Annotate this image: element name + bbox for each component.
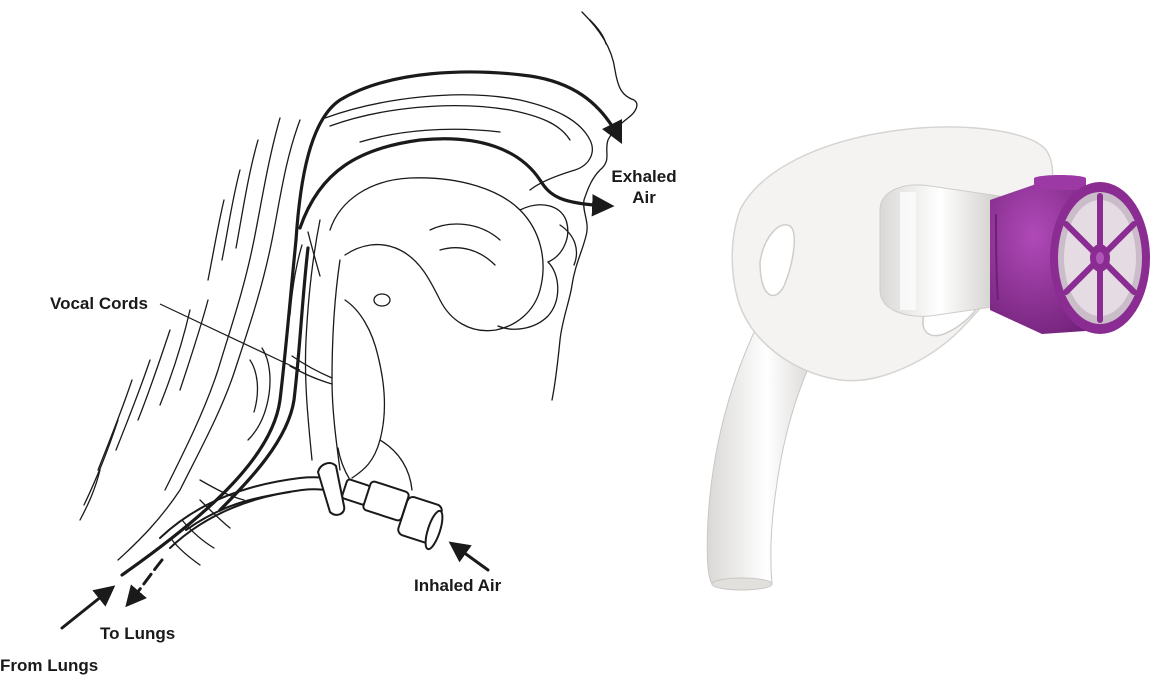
to-lungs-label: To Lungs	[100, 623, 175, 644]
inhaled-air-arrow	[452, 544, 488, 570]
speaking-valve	[990, 175, 1150, 334]
from-lungs-label: From Lungs	[0, 655, 98, 676]
exhaled-air-label-line1: Exhaled	[601, 166, 687, 187]
trach-tube-in-neck	[160, 463, 446, 551]
vocal-cords-label: Vocal Cords	[50, 293, 148, 314]
nasal-cavity	[325, 95, 592, 190]
vocal-cords-leader	[160, 304, 300, 370]
exhaled-air-label: Exhaled Air	[601, 166, 687, 208]
tracheostomy-tube-photo	[707, 127, 1150, 590]
inhaled-air-label: Inhaled Air	[414, 575, 501, 596]
exhaled-path-nose	[296, 72, 620, 240]
tongue	[330, 178, 543, 331]
from-lungs-arrow	[62, 588, 112, 628]
trachea-path	[122, 240, 296, 575]
exhaled-air-label-line2: Air	[601, 187, 687, 208]
hub-connector	[880, 185, 1000, 316]
front-neck	[380, 440, 412, 490]
